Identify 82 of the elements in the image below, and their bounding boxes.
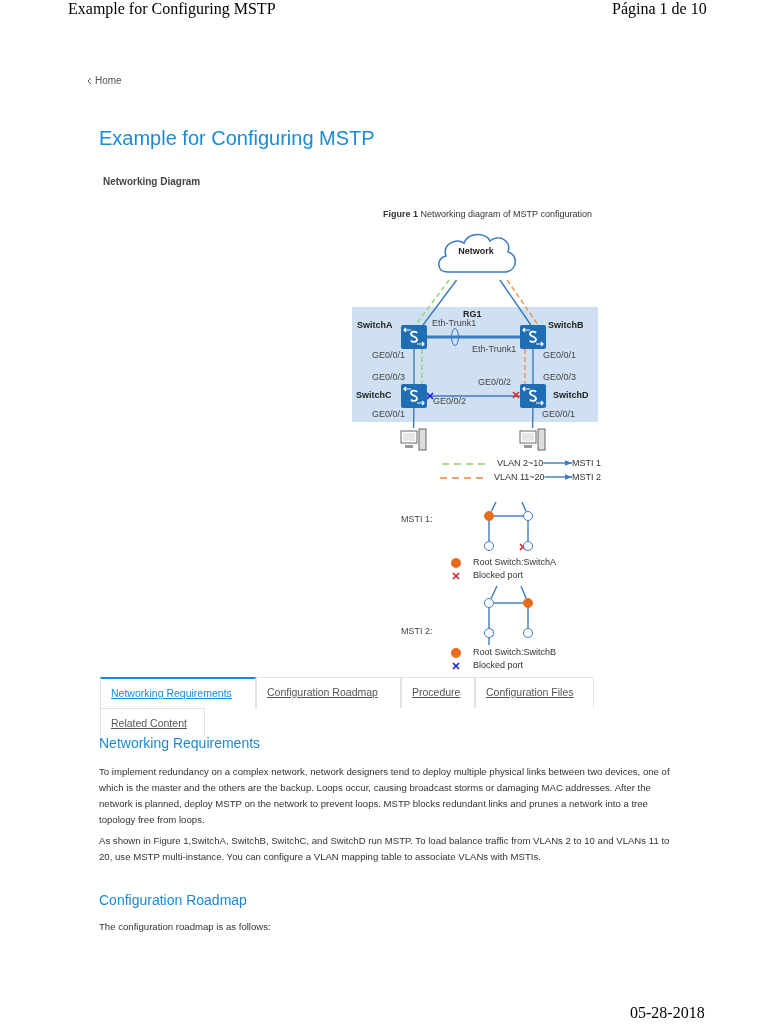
page-title: Example for Configuring MSTP <box>99 127 375 150</box>
connection-line <box>499 279 532 326</box>
home-link: Home <box>95 75 122 86</box>
connection-line <box>490 501 497 513</box>
switch-label: SwitchC <box>356 390 392 400</box>
switch-icon <box>520 325 546 349</box>
connection-line <box>413 348 415 385</box>
legend-label: Blocked port <box>473 570 524 580</box>
tab: Related Content <box>100 708 205 737</box>
connection-line <box>493 515 524 517</box>
switch-icon <box>401 384 427 408</box>
page-number: Página 1 de 10 <box>612 0 707 18</box>
switch-icon <box>520 384 546 408</box>
switch-node-circle <box>484 541 494 551</box>
connection-line <box>532 348 534 385</box>
tab: Procedure <box>401 677 475 708</box>
port-label: GE0/0/3 <box>543 372 577 382</box>
port-label: GE0/0/1 <box>372 350 406 360</box>
root-switch-marker <box>484 511 494 521</box>
legend-label: Root Switch:SwitchB <box>473 647 557 657</box>
switch-node-circle <box>523 628 533 638</box>
paragraph: The configuration roadmap is as follows: <box>99 920 271 934</box>
connection-line <box>422 279 458 326</box>
connection-line <box>412 407 415 429</box>
header-title: Example for Configuring MSTP <box>68 0 276 18</box>
switch-node-circle <box>484 628 494 638</box>
arrow <box>543 474 573 480</box>
section-heading: Networking Requirements <box>99 735 261 751</box>
connection-line <box>488 607 490 629</box>
connection-line <box>521 501 527 513</box>
connection-line <box>520 585 527 600</box>
cloud-label: Network <box>457 246 495 256</box>
figure-caption: Figure 1 Networking diagram of MSTP configuration <box>383 209 592 219</box>
switch-label: SwitchA <box>357 320 393 330</box>
dashed-path-line <box>524 348 526 385</box>
port-label: GE0/0/1 <box>543 350 577 360</box>
port-label: GE0/0/2 <box>478 377 512 387</box>
connection-line <box>493 602 524 604</box>
trunk-label: Eth-Trunk1 <box>432 318 477 328</box>
group-label: RG1 <box>463 309 482 319</box>
port-label: GE0/0/3 <box>372 372 406 382</box>
vlan-label: VLAN 2~10 <box>497 458 544 468</box>
paragraph: To implement redundancy on a complex network, network designers tend to deploy multiple physical links between two devices, one of which is the master and the others are the backup. Loops occur, causing broadcast storms or damaging MAC addresses. After the network is planned, deploy MSTP on the network to prevent loops. MSTP blocks redundant links and prunes a network into a tree topology free from loops. <box>99 765 671 827</box>
connection-line <box>527 607 529 629</box>
dashed-path-line <box>414 279 450 326</box>
trunk-label: Eth-Trunk1 <box>472 344 517 354</box>
switch-icon <box>401 325 427 349</box>
connection-line <box>488 520 490 542</box>
arrow <box>542 460 573 466</box>
msti-label: MSTI 1 <box>572 458 601 468</box>
tab: Networking Requirements <box>100 677 256 708</box>
switch-label: SwitchB <box>548 320 584 330</box>
switch-node-circle <box>484 598 494 608</box>
connection-line <box>490 585 498 600</box>
connection-line <box>426 395 521 397</box>
port-label: GE0/0/1 <box>542 409 576 419</box>
dashed-path-line <box>421 348 423 385</box>
msti-label: MSTI 2 <box>572 472 601 482</box>
connection-line <box>527 520 529 542</box>
footer-date: 05-28-2018 <box>630 1004 705 1022</box>
port-label: GE0/0/1 <box>372 409 406 419</box>
tab: Configuration Files <box>475 677 594 708</box>
legend-label: Blocked port <box>473 660 524 670</box>
switch-node-circle <box>523 541 533 551</box>
switch-node-circle <box>523 511 533 521</box>
connection-line <box>531 407 534 429</box>
instance-label: MSTI 1: <box>401 514 433 524</box>
legend-label: Root Switch:SwitchA <box>473 557 557 567</box>
paragraph: As shown in Figure 1,SwitchA, SwitchB, SwitchC, and SwitchD run MSTP. To load balance traffic from VLANs 2 to 10 and VLANs 11 to 20, use MSTP multi-instance. You can configure a VLAN mapping table to associate VLANs with MSTIs. <box>99 834 671 864</box>
dashed-path-line <box>506 279 539 326</box>
switch-label: SwitchD <box>553 390 589 400</box>
connection-line <box>427 335 520 339</box>
section-heading: Configuration Roadmap <box>99 892 247 908</box>
port-label: GE0/0/2 <box>433 396 467 406</box>
computer-icon <box>519 428 546 451</box>
connection-line <box>488 637 490 646</box>
computer-icon <box>400 428 427 451</box>
instance-label: MSTI 2: <box>401 626 433 636</box>
section-subheading: Networking Diagram <box>103 176 201 187</box>
root-switch-marker <box>523 598 533 608</box>
vlan-label: VLAN 11~20 <box>494 472 545 482</box>
tab: Configuration Roadmap <box>256 677 401 708</box>
